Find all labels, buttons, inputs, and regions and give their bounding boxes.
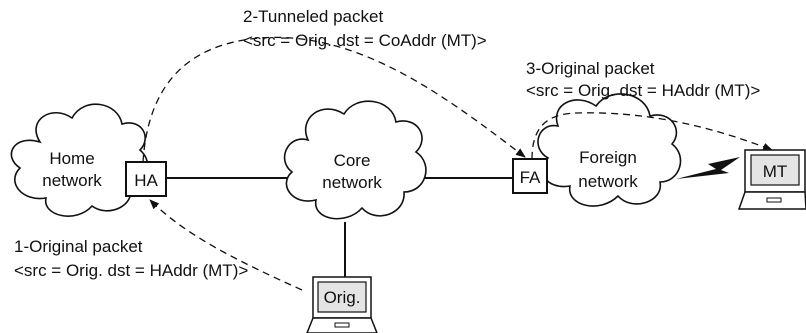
foreign-agent-box: FA: [512, 158, 548, 194]
foreign-network-cloud: Foreign network: [537, 93, 682, 207]
packet-2-title: 2-Tunneled packet: [243, 7, 383, 26]
core-network-cloud: Core network: [283, 100, 427, 220]
packet-3-detail: <src = Orig. dst = HAddr (MT)>: [526, 81, 760, 100]
home-agent-label: HA: [134, 171, 158, 190]
packet-1-detail: <src = Orig. dst = HAddr (MT)>: [14, 261, 248, 280]
core-network-label-line2: network: [322, 173, 382, 192]
mt-laptop-icon: MT: [737, 149, 806, 210]
home-network-label-line2: network: [42, 171, 102, 190]
foreign-agent-label: FA: [520, 168, 541, 187]
packet-path-1: [149, 199, 303, 291]
mt-label: MT: [763, 162, 788, 181]
packet-1-title: 1-Original packet: [14, 237, 143, 256]
wireless-link-icon: [676, 157, 740, 179]
packet-path-2-tunnel: [142, 36, 526, 163]
packet-path-3: [531, 112, 773, 160]
packet-2-detail: <src = Orig. dst = CoAddr (MT)>: [243, 31, 487, 50]
foreign-network-label-line2: network: [578, 172, 638, 191]
core-network-label-line1: Core: [334, 151, 371, 170]
foreign-network-label-line1: Foreign: [579, 148, 637, 167]
orig-label: Orig.: [324, 288, 361, 307]
packet-3-title: 3-Original packet: [526, 59, 655, 78]
orig-laptop-icon: Orig.: [306, 276, 378, 333]
home-network-label-line1: Home: [49, 149, 94, 168]
home-network-cloud: Home network: [10, 103, 149, 217]
home-agent-box: HA: [125, 161, 167, 197]
